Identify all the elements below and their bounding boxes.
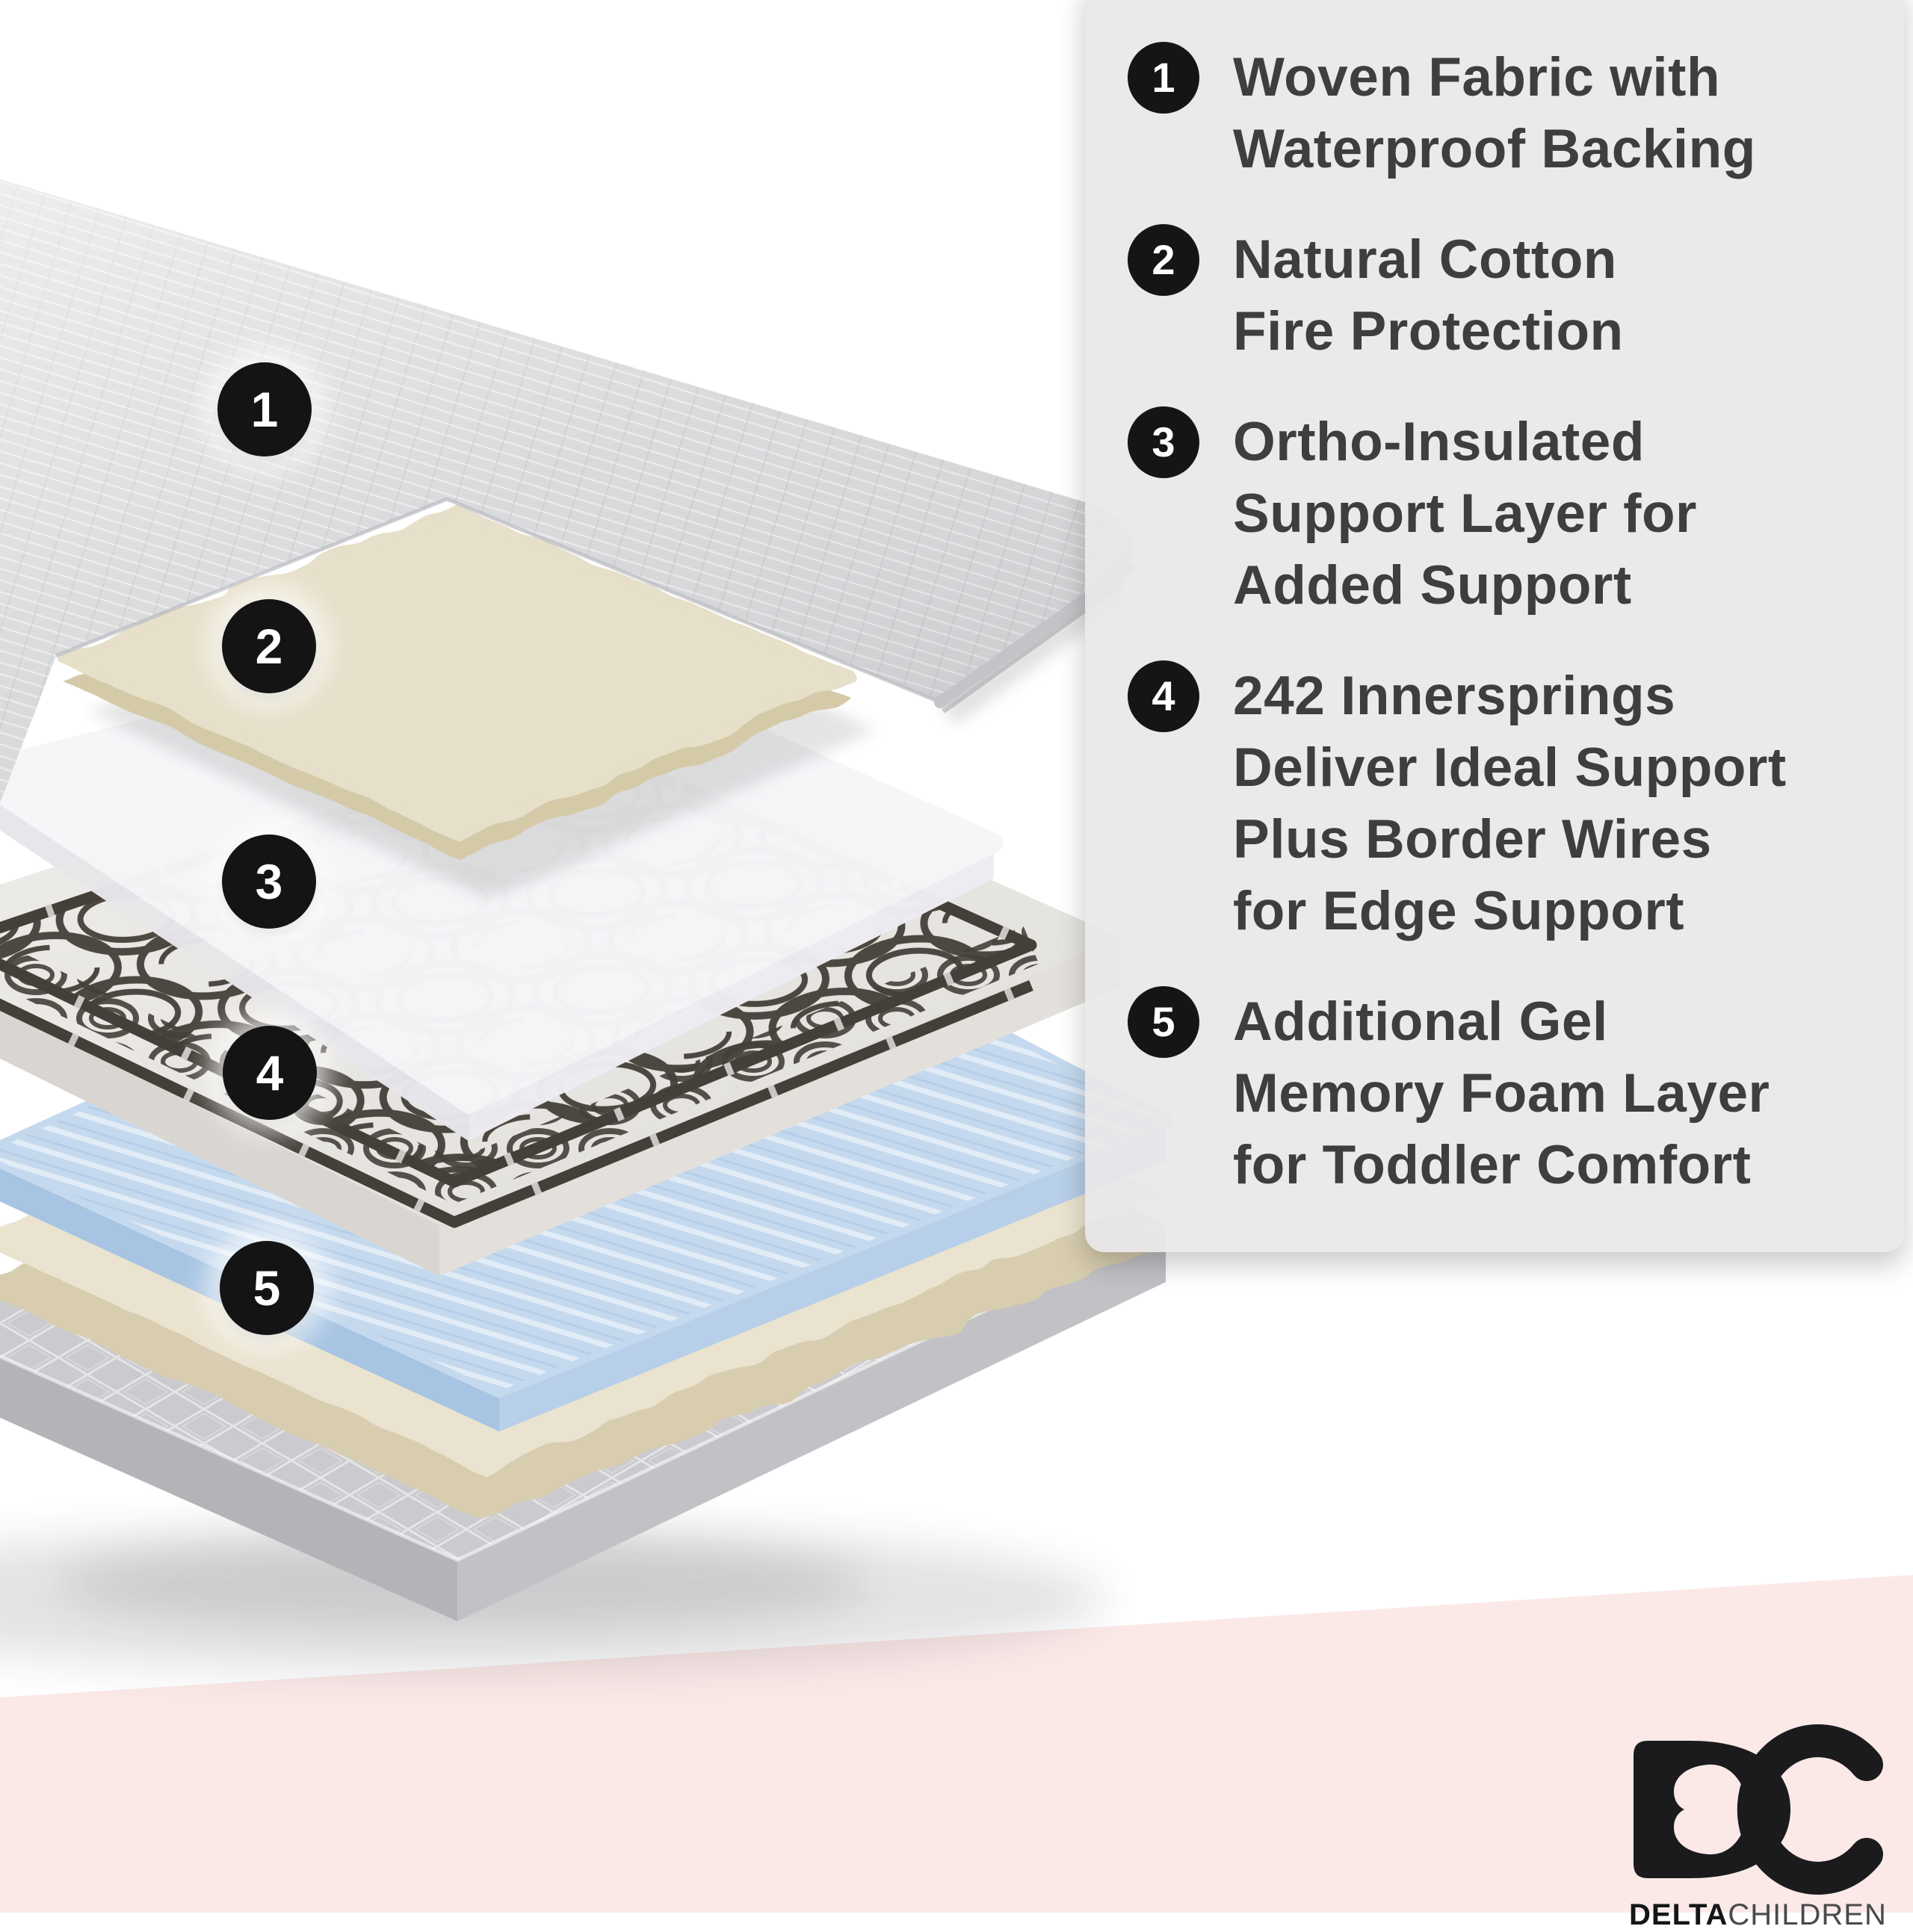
layer-marker-2: 2 <box>222 599 316 693</box>
legend-item-4-text: 242 Innersprings Deliver Ideal Support P… <box>1233 660 1787 947</box>
legend-line: Waterproof Backing <box>1233 119 1756 179</box>
legend-number-3-badge: 3 <box>1128 406 1199 478</box>
legend-panel: 1 Woven Fabric with Waterproof Backing 2… <box>1085 0 1904 1252</box>
legend-line: Woven Fabric with <box>1233 47 1721 108</box>
brand-children: CHILDREN <box>1728 1898 1887 1931</box>
delta-children-logo <box>1634 1724 1883 1895</box>
dc-monogram-icon <box>1634 1724 1883 1895</box>
legend-item-5: 5 Additional Gel Memory Foam Layer for T… <box>1128 986 1879 1201</box>
legend-line: Additional Gel <box>1233 991 1608 1052</box>
legend-number-4-badge: 4 <box>1128 660 1199 732</box>
pink-background-band <box>0 1575 1913 1913</box>
legend-number-1-badge: 1 <box>1128 42 1199 114</box>
legend-line: Fire Protection <box>1233 301 1624 362</box>
legend-line: Deliver Ideal Support <box>1233 737 1787 798</box>
legend-item-2-text: Natural Cotton Fire Protection <box>1233 224 1624 368</box>
legend-item-1: 1 Woven Fabric with Waterproof Backing <box>1128 42 1879 185</box>
legend-line: Natural Cotton <box>1233 229 1617 290</box>
legend-item-3-text: Ortho-Insulated Support Layer for Added … <box>1233 406 1697 622</box>
layer-marker-1: 1 <box>217 362 312 456</box>
layer-marker-3: 3 <box>222 835 316 929</box>
legend-line: Plus Border Wires <box>1233 809 1712 870</box>
heart-cutout <box>1674 1764 1747 1855</box>
legend-item-3: 3 Ortho-Insulated Support Layer for Adde… <box>1128 406 1879 622</box>
legend-number-2-badge: 2 <box>1128 224 1199 296</box>
legend-number-5-badge: 5 <box>1128 986 1199 1058</box>
legend-line: 242 Innersprings <box>1233 666 1676 726</box>
brand-wordmark: DELTACHILDREN <box>1629 1898 1913 1932</box>
legend-line: Memory Foam Layer <box>1233 1063 1770 1124</box>
layer-marker-5: 5 <box>220 1241 314 1335</box>
legend-line: for Toddler Comfort <box>1233 1135 1752 1195</box>
layer-marker-4: 4 <box>223 1026 317 1120</box>
legend-item-4: 4 242 Innersprings Deliver Ideal Support… <box>1128 660 1879 947</box>
legend-item-1-text: Woven Fabric with Waterproof Backing <box>1233 42 1756 185</box>
brand-delta: DELTA <box>1629 1898 1728 1931</box>
border-wire-bottom <box>0 980 1033 1228</box>
legend-line: Support Layer for <box>1233 483 1697 544</box>
legend-line: Ortho-Insulated <box>1233 412 1645 472</box>
legend-item-2: 2 Natural Cotton Fire Protection <box>1128 224 1879 368</box>
legend-line: Added Support <box>1233 555 1632 616</box>
legend-line: for Edge Support <box>1233 881 1685 941</box>
legend-item-5-text: Additional Gel Memory Foam Layer for Tod… <box>1233 986 1770 1201</box>
